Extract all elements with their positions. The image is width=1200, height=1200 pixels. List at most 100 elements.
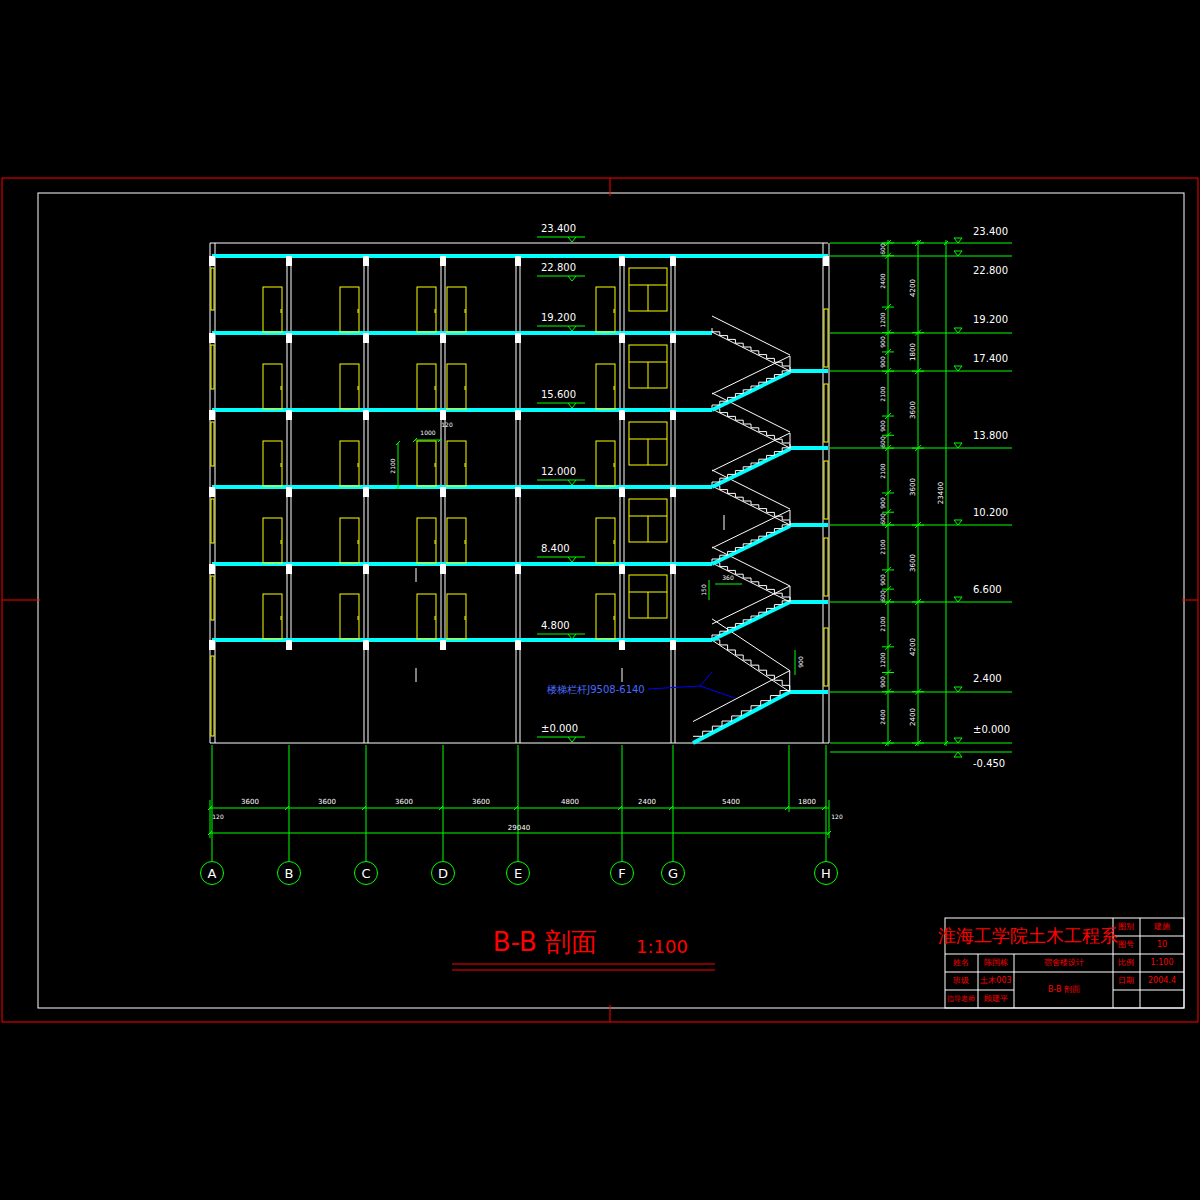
drawing-label: ±0.000 [973, 725, 1010, 735]
drawing-label: 姓名 [953, 959, 969, 967]
title-underline [452, 964, 715, 970]
building-outline [624, 256, 625, 640]
building-outline [445, 256, 446, 640]
building-outline [287, 256, 288, 640]
drawing-label: 日期 [1118, 977, 1134, 985]
axis-letter: A [208, 867, 217, 880]
building-outline [210, 243, 828, 244]
column-mark [515, 256, 521, 266]
column-mark [209, 410, 215, 420]
drawing-frame [2, 178, 1198, 1022]
dimension-tick [912, 740, 924, 746]
drawing-label: 图号 [1118, 941, 1134, 949]
drawing-label: 23.400 [973, 227, 1008, 237]
stair [712, 510, 790, 564]
drawing-label: 3600 [241, 799, 259, 806]
wall-window [824, 538, 828, 596]
drawing-label: 19.200 [541, 313, 576, 323]
drawing-label: 900 [798, 656, 804, 667]
drawing-label: 2400 [880, 710, 886, 725]
dimension-tick [912, 240, 924, 246]
wall-window [211, 499, 214, 543]
axis-bubble: B [277, 861, 301, 885]
title-block [1014, 954, 1015, 1008]
drawing-label: 19.200 [973, 315, 1008, 325]
wall-window [824, 384, 828, 442]
wall-window [211, 268, 828, 736]
drawing-label: 8.400 [541, 544, 570, 554]
stair [712, 586, 790, 640]
floor-slab [212, 256, 828, 692]
drawing-label: 2400 [638, 799, 656, 806]
building-outline [724, 515, 725, 530]
drawing-label: 3600 [318, 799, 336, 806]
drawing-label: 22.800 [973, 266, 1008, 276]
drawing-label: 2100 [390, 458, 396, 473]
drawing-label: 指导老师 [947, 996, 975, 1003]
drawing-label: 土木003 [980, 977, 1011, 985]
building-outline [622, 668, 623, 682]
doors-windows [263, 268, 667, 332]
building-outline [364, 256, 365, 743]
dimension-tick [882, 304, 894, 310]
drawing-label: 2400 [910, 708, 917, 726]
wall-window [211, 576, 214, 620]
dimension-line [789, 745, 790, 812]
drawing-label: 600 [880, 513, 886, 524]
column-mark [363, 256, 369, 266]
axis-letter: H [821, 867, 831, 880]
column-mark [440, 640, 446, 650]
floor-slab [790, 523, 828, 527]
dimension-tick [912, 522, 924, 528]
dimension-line [289, 745, 290, 861]
column-mark [670, 333, 676, 343]
building-outline [416, 568, 417, 582]
axis-letter: F [618, 867, 625, 880]
drawing-label: 23.400 [541, 224, 576, 234]
elevation-symbol [537, 634, 585, 639]
drawing-label: 1:100 [636, 938, 688, 956]
drawing-label: 17.400 [973, 354, 1008, 364]
axis-letter: C [361, 867, 370, 880]
dimension-line [366, 745, 367, 861]
drawing-label: 3600 [472, 799, 490, 806]
drawing-label: 900 [880, 337, 886, 348]
dimension-tick [912, 445, 924, 451]
title-underline [452, 970, 715, 971]
floor-slab [790, 446, 828, 450]
axis-bubble: F [610, 861, 634, 885]
title-block [1113, 936, 1184, 937]
dimension-line [795, 650, 796, 675]
title-block [945, 990, 1014, 991]
drawing-label: 23400 [938, 482, 945, 504]
title-block [1113, 990, 1184, 991]
dimension-line [210, 808, 829, 809]
building-outline [620, 256, 621, 640]
dimension-tick [882, 368, 894, 374]
drawing-label: 3600 [910, 555, 917, 573]
drawing-frame [610, 1005, 611, 1022]
building-outline [675, 256, 676, 743]
drawing-label: 6.600 [973, 585, 1002, 595]
column-mark [670, 410, 676, 420]
drawing-label: 150 [701, 584, 707, 595]
drawing-label: 1200 [880, 312, 886, 327]
column-mark [440, 333, 446, 343]
column-mark [209, 256, 215, 266]
drawing-frame [2, 178, 1198, 1022]
building-outline [516, 256, 517, 743]
elevation-symbol [537, 557, 585, 562]
drawing-label: 楼梯栏杆J9508-6140 [547, 685, 644, 695]
dimension-line [944, 241, 948, 745]
drawing-label: 1800 [910, 343, 917, 361]
column-mark [440, 256, 446, 266]
drawing-label: 宿舍楼设计 [1044, 959, 1084, 967]
drawing-label: 10.200 [973, 508, 1008, 518]
drawing-label: 4200 [910, 638, 917, 656]
dimension-line [826, 745, 827, 861]
dimension-tick [882, 349, 894, 355]
column-mark [515, 640, 521, 650]
building-outline [671, 256, 672, 743]
drawing-label: 4800 [561, 799, 579, 806]
